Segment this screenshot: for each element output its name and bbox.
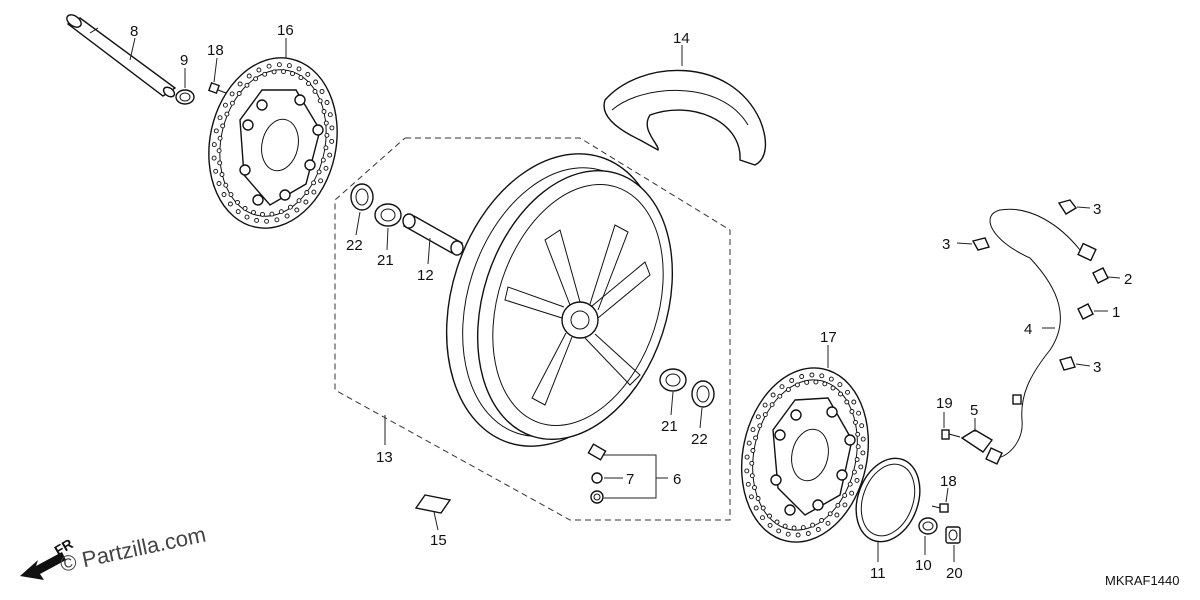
callout-14: 14 bbox=[673, 30, 690, 47]
bolt-part-19[interactable] bbox=[941, 429, 961, 440]
callout-18-top: 18 bbox=[207, 42, 224, 59]
bearing-part-21-left[interactable] bbox=[374, 203, 402, 227]
clip-part-2[interactable] bbox=[1092, 267, 1109, 284]
axle-bolt-part-20[interactable] bbox=[945, 526, 961, 544]
callout-22-left: 22 bbox=[346, 237, 363, 254]
pulser-ring-part-11[interactable] bbox=[845, 449, 931, 550]
assembly-outline-13 bbox=[334, 137, 731, 521]
callout-12: 12 bbox=[417, 267, 434, 284]
callout-1: 1 bbox=[1112, 304, 1120, 321]
collar-part-9[interactable] bbox=[175, 89, 195, 105]
callout-15: 15 bbox=[430, 532, 447, 549]
diagram-code: MKRAF1440 bbox=[1105, 573, 1179, 588]
leader-lines bbox=[129, 37, 1121, 562]
callout-8: 8 bbox=[130, 23, 138, 40]
callout-18-right: 18 bbox=[940, 473, 957, 490]
callout-3-left: 3 bbox=[942, 236, 950, 253]
watermark: © Partzilla.com bbox=[58, 522, 208, 577]
callout-16: 16 bbox=[277, 22, 294, 39]
callout-21-right: 21 bbox=[661, 418, 678, 435]
callout-4: 4 bbox=[1024, 321, 1032, 338]
callout-6: 6 bbox=[673, 471, 681, 488]
callout-11: 11 bbox=[870, 565, 886, 582]
callout-9: 9 bbox=[180, 52, 188, 69]
clip-part-1[interactable] bbox=[1077, 303, 1094, 320]
callout-3-top: 3 bbox=[1093, 201, 1101, 218]
callout-21-left: 21 bbox=[377, 252, 394, 269]
seal-part-22-right[interactable] bbox=[691, 380, 715, 408]
callout-22-right: 22 bbox=[691, 431, 708, 448]
tire-part-14[interactable] bbox=[603, 69, 767, 166]
callout-numbers: 8 9 18 16 14 22 21 12 13 15 21 22 7 6 17… bbox=[130, 22, 1132, 582]
arrow-left-icon bbox=[20, 552, 66, 580]
callout-3-bottom: 3 bbox=[1093, 359, 1101, 376]
callout-10: 10 bbox=[915, 557, 932, 574]
balance-weight-part-15[interactable] bbox=[414, 494, 452, 514]
callout-20: 20 bbox=[946, 565, 963, 582]
clip-part-3-top[interactable] bbox=[1057, 199, 1078, 215]
callout-13: 13 bbox=[376, 449, 393, 466]
valve-part-6[interactable] bbox=[587, 443, 607, 504]
bearing-part-21-right[interactable] bbox=[659, 368, 687, 392]
brake-disc-part-16[interactable] bbox=[193, 46, 352, 240]
distance-collar-part-12[interactable] bbox=[402, 213, 464, 256]
callout-7: 7 bbox=[626, 471, 634, 488]
callout-19: 19 bbox=[936, 395, 953, 412]
callout-2: 2 bbox=[1124, 271, 1132, 288]
collar-part-10[interactable] bbox=[918, 517, 938, 535]
clip-part-3-bottom[interactable] bbox=[1059, 356, 1076, 371]
brake-disc-part-17[interactable] bbox=[726, 356, 884, 554]
callout-5: 5 bbox=[970, 402, 978, 419]
bracket-part-5[interactable] bbox=[960, 429, 994, 453]
wheel-part-13[interactable] bbox=[411, 126, 705, 475]
bolt-part-18-top[interactable] bbox=[207, 81, 227, 95]
clip-part-3-left[interactable] bbox=[971, 237, 990, 251]
speed-sensor-cable-part-4[interactable] bbox=[985, 208, 1097, 465]
bolt-part-18-right[interactable] bbox=[931, 503, 949, 513]
axle-part-8[interactable] bbox=[65, 12, 177, 98]
seal-part-22-left[interactable] bbox=[350, 183, 374, 211]
callout-17: 17 bbox=[820, 329, 837, 346]
